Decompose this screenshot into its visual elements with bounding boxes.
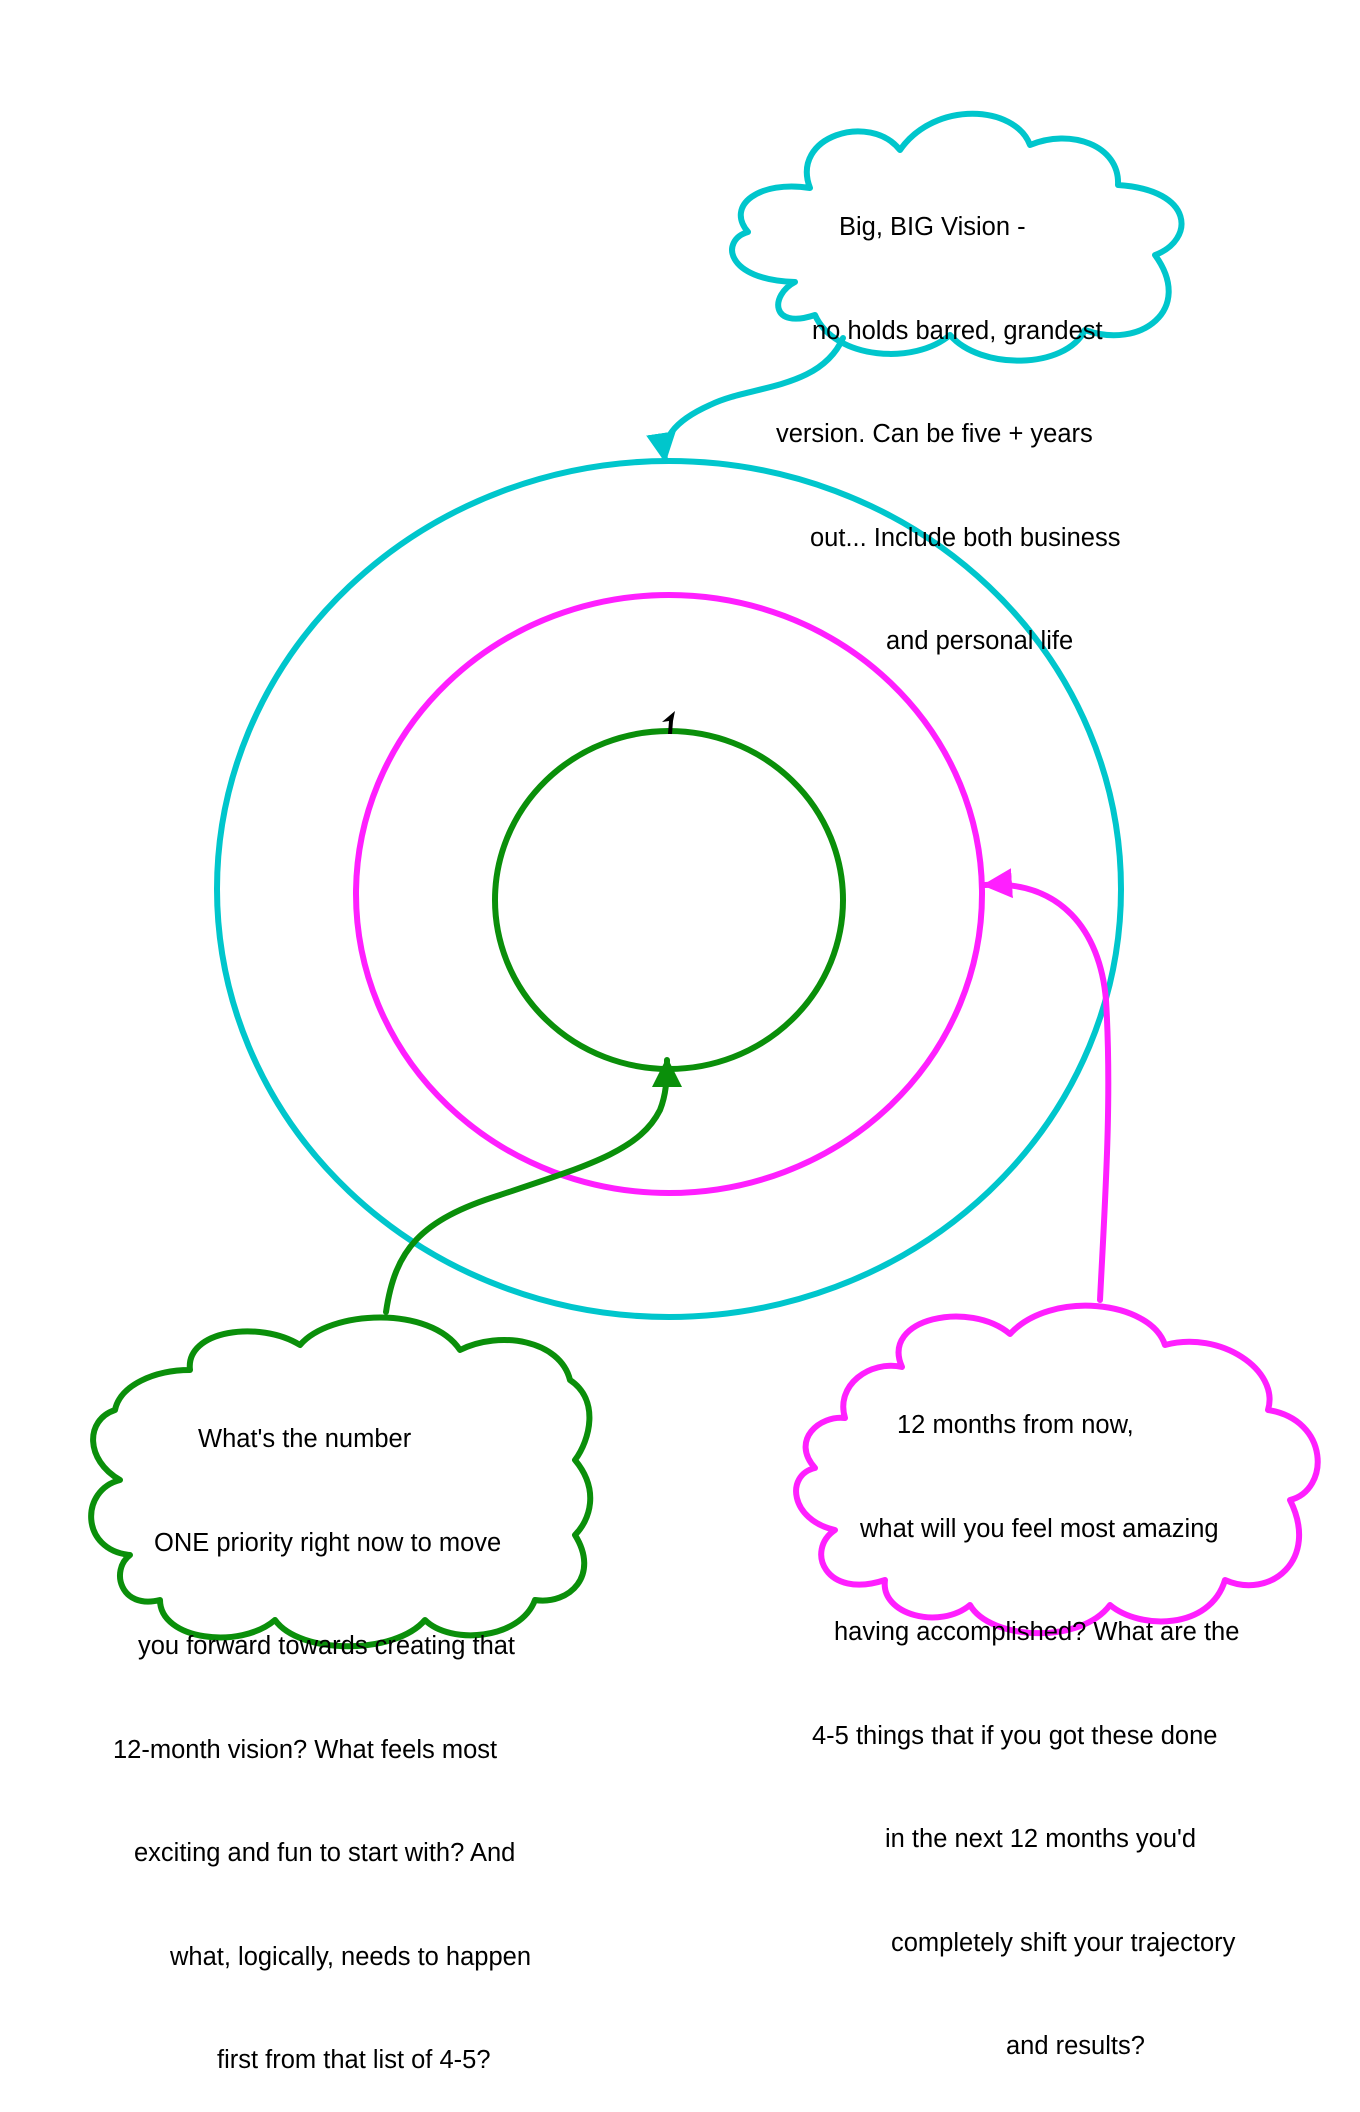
priority-line: What's the number <box>198 1425 412 1453</box>
vision-line: Big, BIG Vision - <box>839 213 1026 241</box>
vision-cloud <box>729 110 1185 364</box>
vision-diagram <box>88 110 1321 1650</box>
priority-cloud-text: What's the number ONE priority right now… <box>0 1353 531 2112</box>
twelve-month-line: 4-5 things that if you got these done <box>812 1721 1218 1750</box>
pointer-arrow-icon <box>662 711 675 734</box>
priority-connector-arrow <box>383 1057 682 1315</box>
priority-line: you forward towards creating that <box>138 1632 516 1660</box>
priority-line: first from that list of 4-5? <box>217 2046 491 2074</box>
vision-connector-arrow <box>646 335 846 463</box>
vision-line: and personal life <box>886 627 1074 655</box>
middle-twelve-month-ring <box>353 592 985 1196</box>
vision-line: out... Include both business <box>810 523 1121 552</box>
twelve-month-line: 12 months from now, <box>897 1411 1134 1439</box>
vision-line: no holds barred, grandest <box>812 316 1103 345</box>
priority-line: 12-month vision? What feels most <box>113 1735 498 1764</box>
twelve-month-connector-arrow <box>982 868 1112 1303</box>
twelve-month-line: having accomplished? What are the <box>834 1618 1240 1646</box>
priority-line: ONE priority right now to move <box>154 1528 502 1557</box>
priority-cloud <box>88 1314 594 1650</box>
vision-line: version. Can be five + years <box>776 420 1093 448</box>
vision-cloud-text: Big, BIG Vision - no holds barred, grand… <box>0 141 1120 693</box>
inner-priority-ring <box>492 728 846 1072</box>
priority-line: what, logically, needs to happen <box>170 1942 532 1971</box>
twelve-month-cloud <box>793 1302 1321 1637</box>
twelve-month-line: what will you feel most amazing <box>860 1514 1219 1543</box>
priority-line: exciting and fun to start with? And <box>134 1839 516 1867</box>
